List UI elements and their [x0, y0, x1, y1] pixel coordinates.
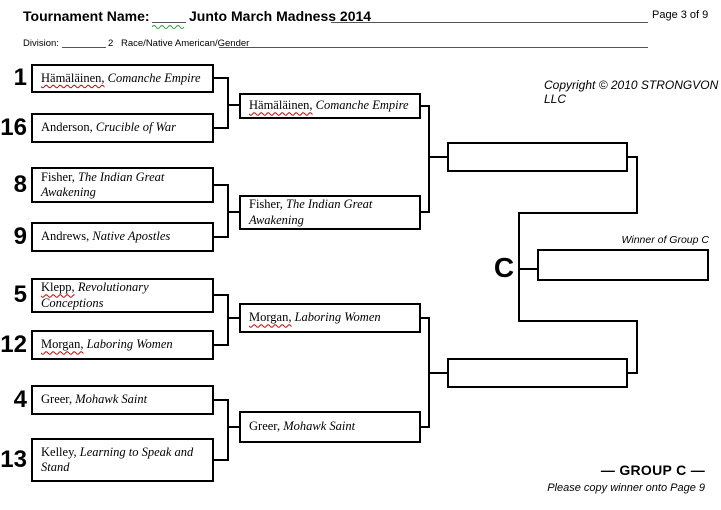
seed-number-1: 1 [13, 64, 27, 91]
competitor-name: Fisher, [41, 169, 75, 184]
work-title: Comanche Empire [107, 70, 201, 85]
round2-slot-2: Fisher, The Indian Great Awakening [239, 195, 421, 230]
bracket-line [518, 212, 638, 214]
tournament-name-blank-line [152, 22, 186, 23]
bracket-line [227, 399, 229, 461]
bracket-line [214, 127, 228, 129]
group-footer: — GROUP C — Please copy winner onto Page… [450, 462, 705, 494]
round1-slot-12: Morgan, Laboring Women [31, 330, 214, 360]
work-title: Crucible of War [95, 120, 176, 135]
work-title: Mohawk Saint [283, 419, 356, 434]
work-title: The Indian Great Awakening [249, 197, 373, 227]
bracket-line [518, 320, 638, 322]
bracket-line [214, 294, 228, 296]
bracket-line [227, 211, 239, 213]
bracket-line [227, 104, 239, 106]
round1-slot-4: Greer, Mohawk Saint [31, 385, 214, 415]
round2-slot-3: Morgan, Laboring Women [239, 303, 421, 333]
bracket-line [628, 372, 638, 374]
bracket-line [227, 317, 239, 319]
grammar-squiggle [152, 25, 185, 29]
round2-slot-1: Hämäläinen, Comanche Empire [239, 93, 421, 119]
bracket-line [636, 320, 638, 374]
group-footer-note: Please copy winner onto Page 9 [547, 482, 705, 494]
division-label: Division: [23, 38, 59, 49]
competitor-name: Andrews, [41, 229, 90, 244]
bracket-line [214, 459, 228, 461]
competitor-name: Greer, [41, 392, 73, 407]
winner-caption: Winner of Group C [621, 234, 709, 246]
bracket-line [214, 236, 228, 238]
bracket-line [421, 211, 429, 213]
seed-number-4: 4 [13, 386, 27, 413]
seed-number-13: 13 [0, 446, 27, 473]
bracket-line [636, 156, 638, 214]
work-title: Revolutionary Conceptions [41, 280, 149, 310]
work-title: Comanche Empire [315, 98, 409, 113]
round1-slot-8: Fisher, The Indian Great Awakening [31, 167, 214, 203]
round1-slot-13: Kelley, Learning to Speak and Stand [31, 438, 214, 482]
category-fill-line [219, 47, 648, 48]
tournament-name-label: Tournament Name: [23, 8, 150, 24]
group-letter: C [493, 252, 515, 283]
seed-number-8: 8 [13, 171, 27, 198]
work-title: Learning to Speak and Stand [41, 444, 194, 474]
tournament-name-value: Junto March Madness 2014 [189, 8, 372, 24]
work-title: Laboring Women [294, 310, 381, 325]
bracket-line [628, 156, 638, 158]
bracket-line [428, 156, 447, 158]
division-blank-line [62, 47, 106, 48]
bracket-line [421, 105, 429, 107]
competitor-name: Hämäläinen, [41, 70, 105, 85]
group-footer-title: — GROUP C — [600, 462, 705, 478]
page-number: Page 3 of 9 [652, 9, 709, 21]
copyright-text: Copyright © 2010 STRONGVON LLC [544, 78, 719, 106]
round1-slot-5: Klepp, Revolutionary Conceptions [31, 278, 214, 313]
competitor-name: Morgan, [41, 337, 84, 352]
bracket-line [227, 426, 239, 428]
competitor-name: Morgan, [249, 310, 292, 325]
round1-slot-1: Hämäläinen, Comanche Empire [31, 64, 214, 93]
round2-slot-4: Greer, Mohawk Saint [239, 411, 421, 443]
category-label: Race/Native American/Gender [121, 38, 250, 49]
bracket-line [214, 184, 228, 186]
semifinal-slot-bottom [447, 358, 628, 388]
competitor-name: Fisher, [249, 197, 283, 212]
bracket-line [214, 77, 228, 79]
bracket-line [214, 344, 228, 346]
tournament-name-fill-line [331, 22, 648, 23]
bracket-line [518, 212, 520, 322]
bracket-line [518, 268, 537, 270]
seed-number-12: 12 [0, 331, 27, 358]
semifinal-slot-top [447, 142, 628, 172]
competitor-name: Hämäläinen, [249, 98, 313, 113]
work-title: Native Apostles [92, 229, 171, 244]
work-title: The Indian Great Awakening [41, 169, 165, 199]
bracket-line [428, 372, 447, 374]
bracket-line [421, 426, 429, 428]
bracket-line [214, 399, 228, 401]
bracket-line [421, 317, 429, 319]
work-title: Mohawk Saint [75, 392, 148, 407]
bracket-line [227, 77, 229, 129]
bracket-line [428, 105, 430, 213]
competitor-name: Anderson, [41, 120, 93, 135]
seed-number-5: 5 [13, 281, 27, 308]
competitor-name: Greer, [249, 419, 281, 434]
division-value: 2 [108, 38, 114, 49]
seed-number-16: 16 [0, 114, 27, 141]
seed-number-9: 9 [13, 223, 27, 250]
work-title: Laboring Women [86, 337, 173, 352]
competitor-name: Kelley, [41, 444, 77, 459]
round1-slot-16: Anderson, Crucible of War [31, 113, 214, 143]
competitor-name: Klepp, [41, 280, 75, 295]
round1-slot-9: Andrews, Native Apostles [31, 222, 214, 252]
bracket-line [227, 294, 229, 346]
winner-slot [537, 249, 709, 281]
